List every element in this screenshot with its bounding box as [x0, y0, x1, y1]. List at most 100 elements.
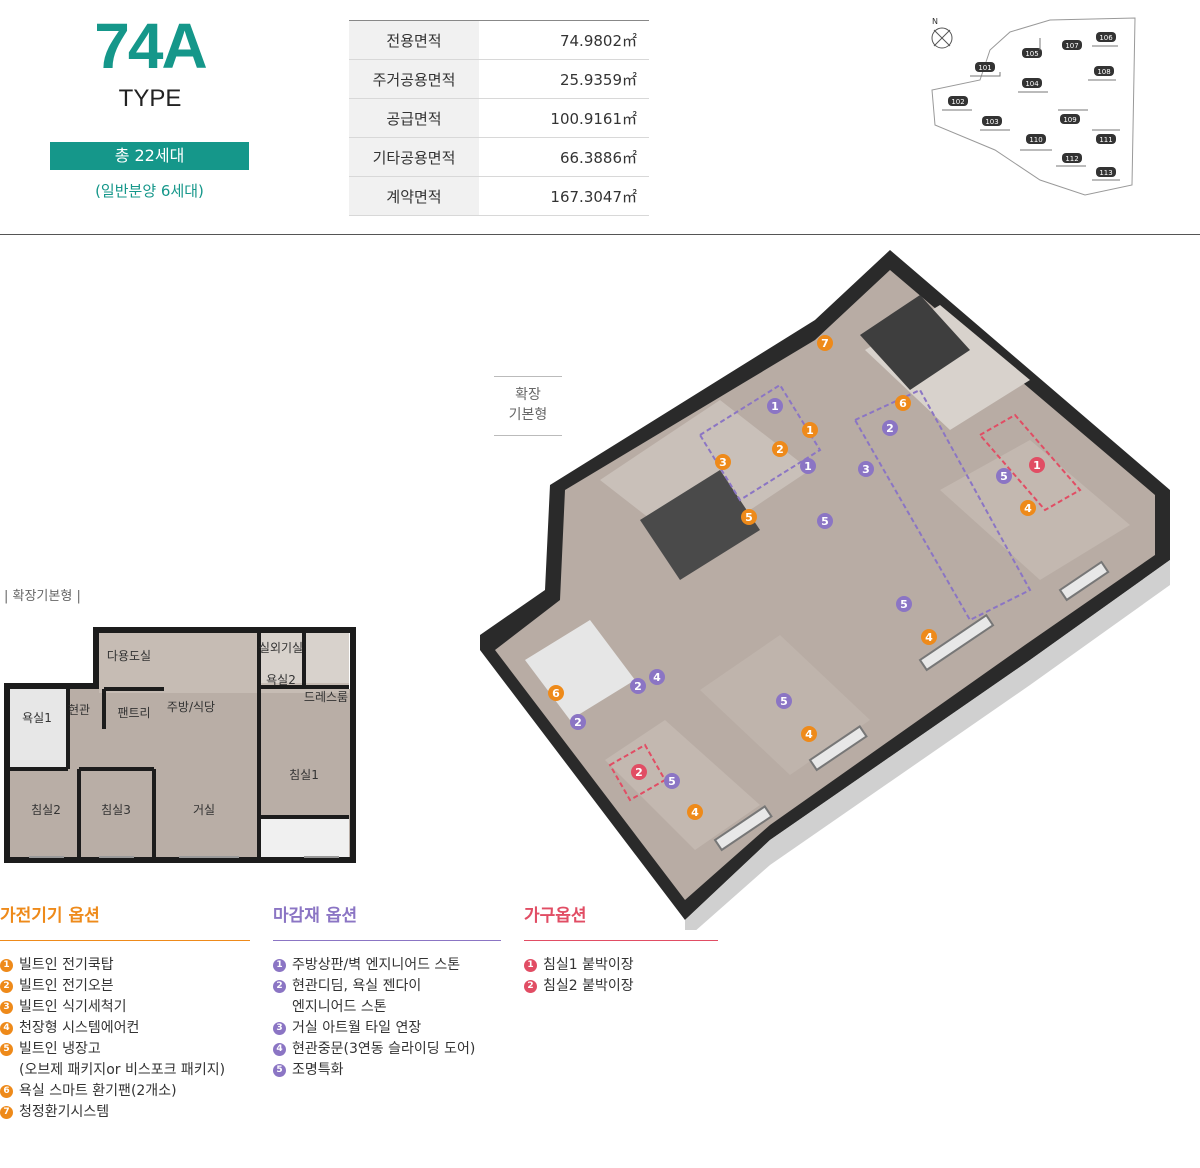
legend-number: 6	[0, 1085, 13, 1098]
list-item: 3 거실 아트월 타일 연장	[273, 1018, 501, 1039]
floor-plan-caption: | 확장기본형 |	[4, 589, 81, 604]
area-label: 전용면적	[349, 20, 479, 60]
compass-label: N	[932, 17, 938, 26]
legend-rule	[524, 940, 718, 941]
legend-text: 욕실 스마트 환기팬(2개소)	[19, 1083, 177, 1099]
legend-number: 3	[0, 1001, 13, 1014]
legend-number: 4	[273, 1043, 286, 1056]
legend-number: 7	[0, 1106, 13, 1119]
list-item: 4 현관중문(3연동 슬라이딩 도어)	[273, 1039, 501, 1060]
legend-number: 1	[524, 959, 537, 972]
iso-label-line2: 기본형	[508, 407, 548, 423]
room-label: 팬트리	[117, 706, 150, 720]
iso-plan-label: 확장 기본형	[494, 376, 562, 436]
option-marker: 7	[821, 337, 829, 350]
option-marker: 6	[552, 687, 560, 700]
building-label: 106	[1099, 34, 1113, 42]
option-marker: 5	[780, 695, 788, 708]
area-value: 74.9802㎡	[479, 20, 649, 60]
list-item: (오브제 패키지or 비스포크 패키지)	[0, 1060, 250, 1081]
building-label: 102	[951, 98, 964, 106]
units-general-text: (일반분양 6세대)	[95, 182, 204, 200]
legend-rule	[273, 940, 501, 941]
list-item: 2 빌트인 전기오븐	[0, 976, 250, 997]
building-label: 104	[1025, 80, 1039, 88]
legend-rule	[0, 940, 250, 941]
units-total-badge: 총 22세대	[50, 142, 249, 170]
area-value: 100.9161㎡	[479, 98, 649, 138]
building-label: 108	[1097, 68, 1110, 76]
option-marker: 5	[1000, 470, 1008, 483]
option-marker: 2	[634, 680, 642, 693]
type-code: 74A	[94, 10, 207, 82]
legend-text: 현관디딤, 욕실 젠다이	[292, 978, 422, 994]
legend-number: 2	[0, 980, 13, 993]
room-label: 실외기실	[259, 641, 303, 655]
legend-text: 침실2 붙박이장	[543, 978, 634, 994]
room-label: 주방/식당	[167, 700, 215, 714]
room-label: 침실3	[101, 803, 131, 817]
option-marker: 5	[821, 515, 829, 528]
option-marker: 2	[886, 422, 894, 435]
area-value: 167.3047㎡	[479, 176, 649, 216]
legend-text: 침실1 붙박이장	[543, 957, 634, 973]
building-label: 110	[1029, 136, 1042, 144]
area-label: 기타공용면적	[349, 137, 479, 177]
legend-text: 현관중문(3연동 슬라이딩 도어)	[292, 1041, 476, 1057]
room-label: 드레스룸	[304, 690, 348, 704]
option-marker: 2	[776, 443, 784, 456]
option-marker: 5	[900, 598, 908, 611]
building-label: 105	[1025, 50, 1038, 58]
option-marker: 1	[1033, 459, 1041, 472]
legend-number: 1	[0, 959, 13, 972]
list-item: 6 욕실 스마트 환기팬(2개소)	[0, 1081, 250, 1102]
building-label: 111	[1099, 136, 1112, 144]
option-marker: 2	[574, 716, 582, 729]
option-marker: 5	[745, 511, 753, 524]
room-label: 다용도실	[107, 649, 151, 663]
floor-plan-2d: 다용도실 실외기실 욕실2 드레스룸 욕실1 현관 팬트리 주방/식당 침실1 …	[4, 627, 356, 863]
legend-number: 3	[273, 1022, 286, 1035]
section-divider	[0, 234, 1200, 235]
option-marker: 3	[719, 456, 727, 469]
legend-text: 빌트인 전기오븐	[19, 978, 114, 994]
legend-number: 4	[0, 1022, 13, 1035]
iso-label-line1: 확장	[515, 387, 541, 403]
legend-text: 주방상판/벽 엔지니어드 스톤	[292, 957, 461, 973]
legend-text: 빌트인 냉장고	[19, 1041, 101, 1057]
area-value: 66.3886㎡	[479, 137, 649, 177]
legend-text: 거실 아트월 타일 연장	[292, 1020, 422, 1036]
building-label: 113	[1099, 169, 1112, 177]
option-marker: 5	[668, 775, 676, 788]
legend-title: 가구옵션	[524, 906, 587, 926]
legend-text: 조명특화	[292, 1062, 344, 1078]
site-outline	[931, 17, 1136, 196]
legend-text: 엔지니어드 스톤	[292, 999, 387, 1015]
type-label: TYPE	[118, 85, 182, 112]
room-label: 침실2	[31, 803, 61, 817]
area-label: 공급면적	[349, 98, 479, 138]
legend-text: 천장형 시스템에어컨	[19, 1020, 140, 1036]
option-marker: 6	[899, 397, 907, 410]
option-marker: 4	[925, 631, 933, 644]
room-label: 침실1	[289, 768, 319, 782]
building-label: 109	[1063, 116, 1076, 124]
option-marker: 1	[771, 400, 779, 413]
legend-title: 가전기기 옵션	[0, 906, 100, 926]
area-label: 계약면적	[349, 176, 479, 216]
building-label: 103	[985, 118, 998, 126]
option-marker: 1	[806, 424, 814, 437]
option-marker: 4	[653, 671, 661, 684]
